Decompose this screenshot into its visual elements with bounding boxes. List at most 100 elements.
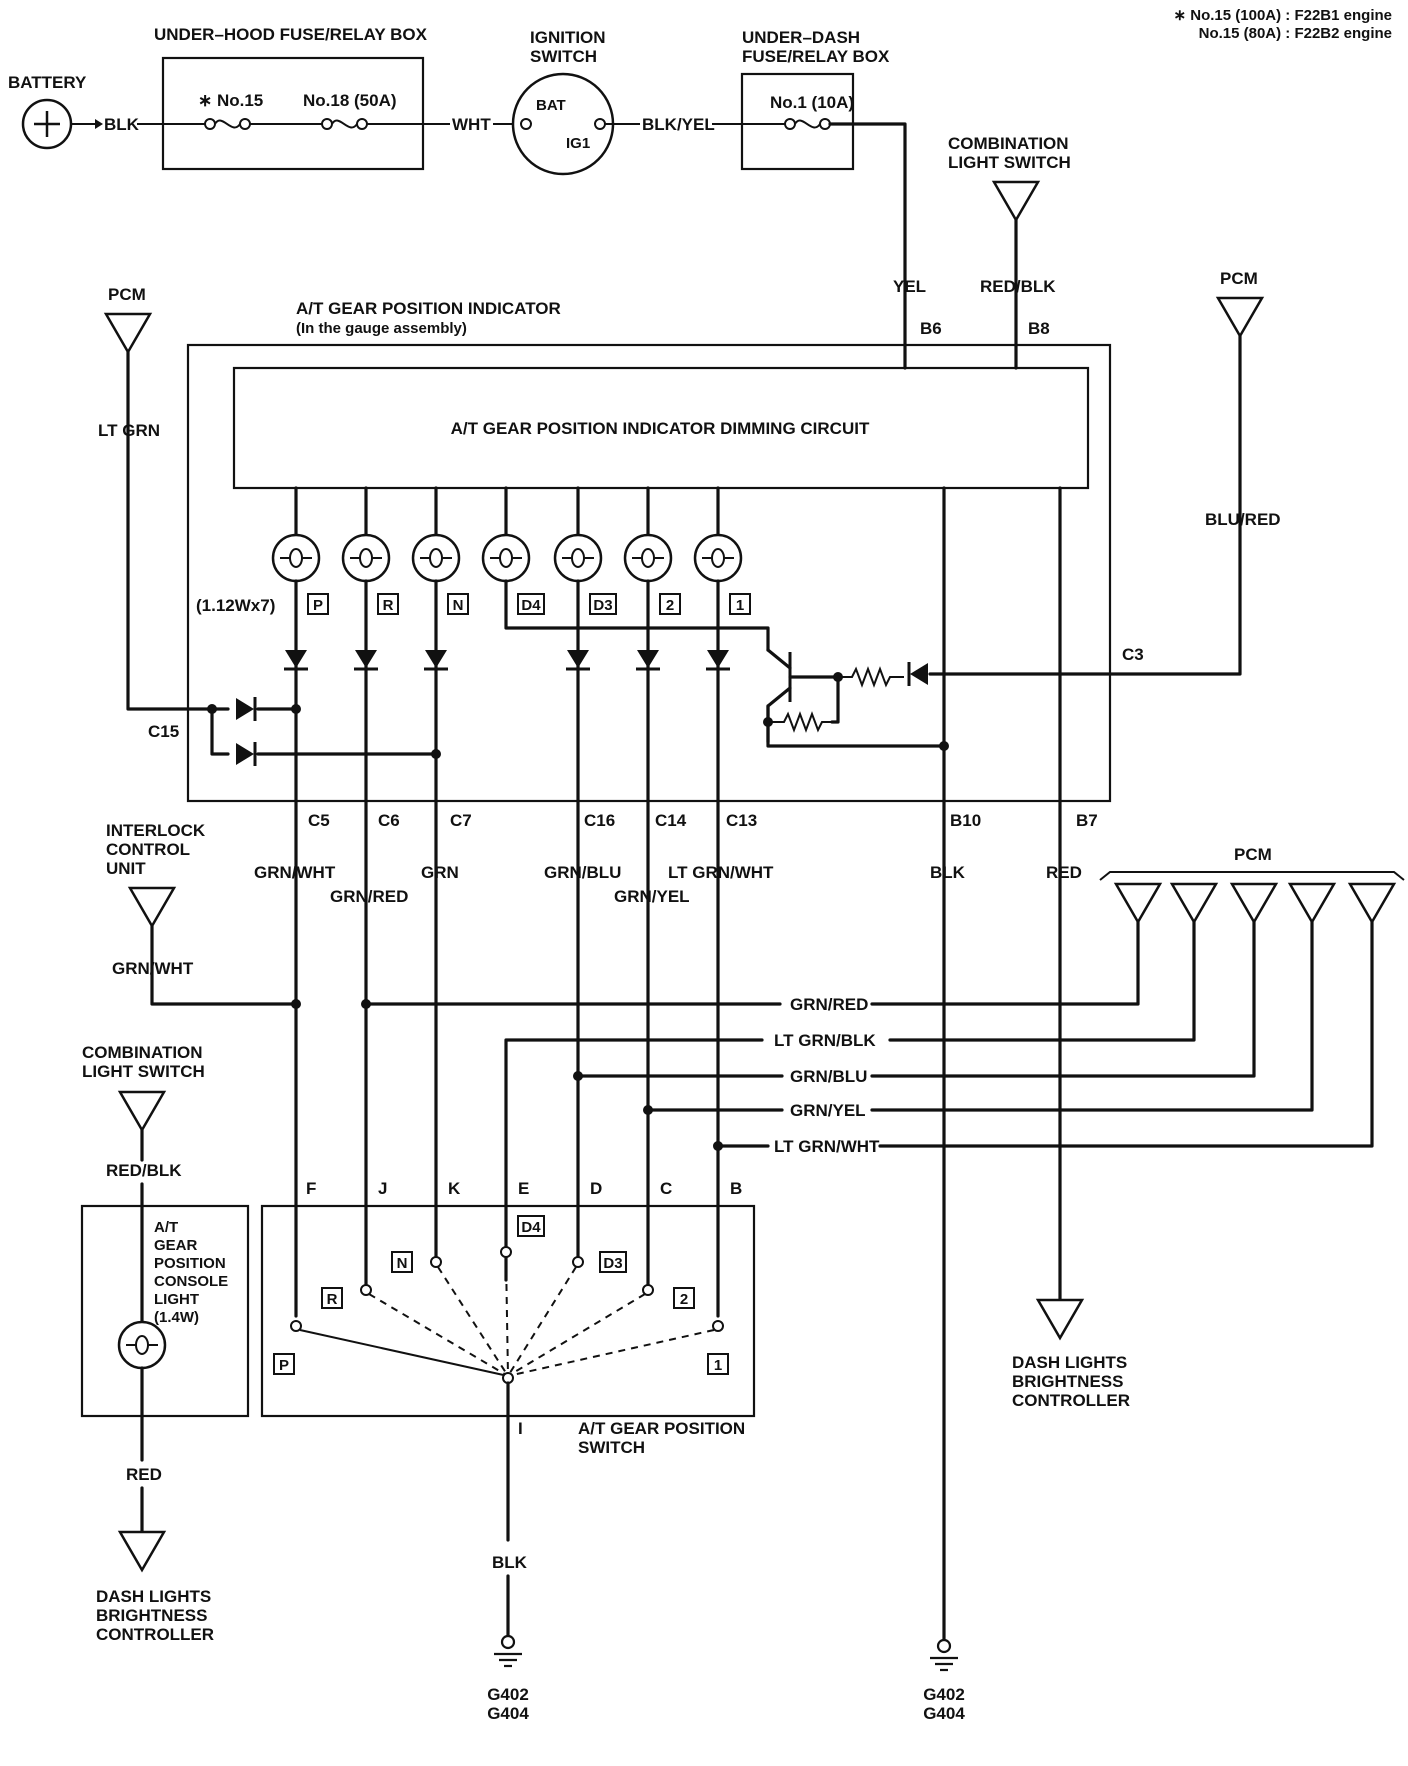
interlock-wire-label: GRN/WHT: [112, 959, 194, 978]
pin-c15-label: C15: [148, 722, 179, 741]
svg-text:D4: D4: [521, 1219, 541, 1236]
wire-c16-color: GRN/BLU: [544, 863, 621, 882]
svg-text:D3: D3: [603, 1255, 622, 1272]
svg-text:D3: D3: [593, 597, 612, 614]
battery-wire-label: BLK: [104, 115, 140, 134]
svg-text:2: 2: [666, 597, 674, 614]
svg-text:N: N: [453, 597, 464, 614]
pcm-left-label: PCM: [108, 285, 146, 304]
connector-c5: C5: [308, 811, 330, 830]
wire-b7-color: RED: [1046, 863, 1082, 882]
ignition-ig1-terminal: IG1: [566, 135, 590, 152]
pcm-feeds-label: PCM: [1234, 845, 1272, 864]
battery-label: BATTERY: [8, 73, 87, 92]
console-line-4: CONSOLE: [154, 1273, 228, 1290]
console-light-box: [80, 1204, 250, 1418]
ground-right-icon: [928, 1638, 960, 1672]
wire-c7-color: GRN: [421, 863, 459, 882]
underdash-title-1: UNDER–DASH: [742, 28, 860, 47]
console-line-5: LIGHT: [154, 1291, 199, 1308]
bulb-r: [341, 486, 391, 1288]
switch-label-p: P: [273, 1353, 295, 1375]
svg-text:D4: D4: [521, 597, 541, 614]
engine-note-1: ∗ No.15 (100A) : F22B1 engine: [1174, 7, 1392, 24]
dimming-circuit-label: A/T GEAR POSITION INDICATOR DIMMING CIRC…: [451, 419, 870, 438]
pin-b6-label: B6: [920, 319, 942, 338]
connector-c13: C13: [726, 811, 757, 830]
indicator-title: A/T GEAR POSITION INDICATOR: [296, 299, 561, 318]
gear-label-n: N: [447, 593, 469, 615]
wire-c14-color: GRN/YEL: [614, 887, 690, 906]
bulb-rating-label: (1.12Wx7): [196, 596, 275, 615]
ground-right-2: G404: [923, 1704, 965, 1723]
fuse-no1-label: No.1 (10A): [770, 93, 854, 112]
bulb-d4: [481, 486, 770, 652]
combo-bottom-wire-label: RED/BLK: [106, 1161, 182, 1180]
diode-p: [282, 648, 310, 671]
feed-grnyel-label: GRN/YEL: [790, 1101, 866, 1120]
combo-bottom-title-2: LIGHT SWITCH: [82, 1062, 205, 1081]
dash-ctrl-left-2: BRIGHTNESS: [96, 1606, 207, 1625]
switch-pin-k: K: [448, 1179, 461, 1198]
pcm-feed-connector-3: [1230, 882, 1278, 924]
diode-c15-p: [234, 695, 257, 723]
svg-text:1: 1: [714, 1357, 722, 1374]
switch-pin-e: E: [518, 1179, 529, 1198]
connector-c6: C6: [378, 811, 400, 830]
pcm-feed-connector-2: [1170, 882, 1218, 924]
wire-c13-color: LT GRN/WHT: [668, 863, 774, 882]
ground-left-1: G402: [487, 1685, 529, 1704]
combo-top-title-1: COMBINATION: [948, 134, 1069, 153]
wire-c6-color: GRN/RED: [330, 887, 408, 906]
fuse-no18-icon: [321, 118, 368, 130]
bulb-p: [271, 486, 321, 1318]
svg-text:N: N: [397, 1255, 408, 1272]
switch-label-n: N: [391, 1251, 413, 1273]
diode-r: [352, 648, 380, 671]
diode-c15-n: [234, 740, 257, 768]
interlock-title-3: UNIT: [106, 859, 146, 878]
gear-label-2: 2: [659, 593, 681, 615]
wire-yel-label: YEL: [893, 277, 926, 296]
svg-text:1: 1: [736, 597, 744, 614]
console-line-1: A/T: [154, 1219, 178, 1236]
dash-ctrl-right-connector-icon: [1036, 1298, 1084, 1340]
pin-b8-label: B8: [1028, 319, 1050, 338]
feed-ltgrnblk-label: LT GRN/BLK: [774, 1031, 876, 1050]
switch-label-r: R: [321, 1287, 343, 1309]
dash-ctrl-left-1: DASH LIGHTS: [96, 1587, 211, 1606]
diode-c3: [907, 660, 930, 688]
feed-ltgrnwht-label: LT GRN/WHT: [774, 1137, 880, 1156]
dash-ctrl-right-3: CONTROLLER: [1012, 1391, 1130, 1410]
gear-label-d4: D4: [517, 593, 545, 615]
feed-grnred-label: GRN/RED: [790, 995, 868, 1014]
gear-switch-title-1: A/T GEAR POSITION: [578, 1419, 745, 1438]
ignition-title-1: IGNITION: [530, 28, 606, 47]
engine-note-2: No.15 (80A) : F22B2 engine: [1199, 25, 1392, 42]
underhood-fuse-box: [161, 56, 425, 171]
dash-ctrl-left-3: CONTROLLER: [96, 1625, 214, 1644]
gear-switch-title-2: SWITCH: [578, 1438, 645, 1457]
interlock-title-1: INTERLOCK: [106, 821, 206, 840]
fuse-no15-label: ∗ No.15: [198, 91, 263, 110]
svg-text:2: 2: [680, 1291, 688, 1308]
svg-text:R: R: [383, 597, 394, 614]
ground-left-icon: [492, 1634, 524, 1668]
diode-d3: [564, 648, 592, 671]
switch-label-d4: D4: [517, 1215, 545, 1237]
switch-label-d3: D3: [599, 1251, 627, 1273]
gear-label-r: R: [377, 593, 399, 615]
switch-pin-b: B: [730, 1179, 742, 1198]
combo-top-title-2: LIGHT SWITCH: [948, 153, 1071, 172]
ignition-wire-out: BLK/YEL: [642, 115, 715, 134]
bulb-1: [693, 486, 743, 1318]
switch-pin-i: I: [518, 1419, 523, 1438]
wire-ltgrn-label: LT GRN: [98, 421, 160, 440]
switch-label-1: 1: [707, 1353, 729, 1375]
fuse-no15-icon: [204, 118, 251, 130]
switch-ground-wire-label: BLK: [492, 1553, 528, 1572]
underhood-title: UNDER–HOOD FUSE/RELAY BOX: [154, 25, 428, 44]
pcm-right-connector-icon: [1216, 296, 1264, 338]
pin-c3-label: C3: [1122, 645, 1144, 664]
